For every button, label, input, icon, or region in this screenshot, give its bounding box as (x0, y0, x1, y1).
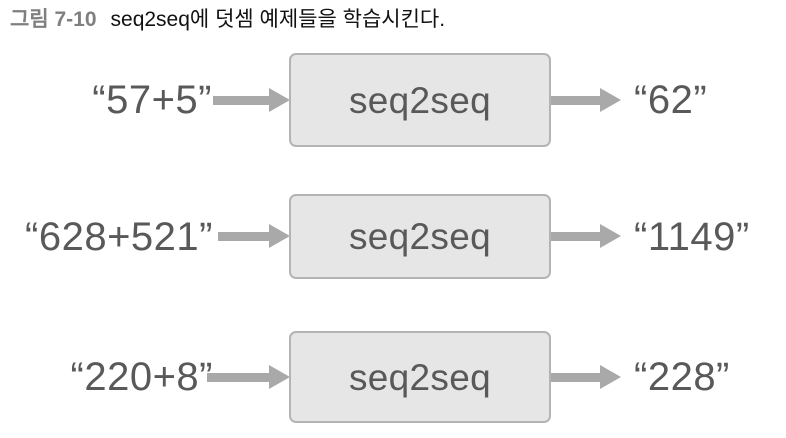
flow-row: “220+8” seq2seq “228” (0, 331, 786, 423)
arrow-shaft (213, 95, 269, 105)
flow-row: “628+521” seq2seq “1149” (0, 194, 786, 279)
arrow-shaft (218, 231, 269, 241)
seq2seq-box-2: seq2seq (289, 194, 551, 279)
seq2seq-box-label-3: seq2seq (349, 356, 491, 398)
arrow-head (269, 88, 290, 112)
figure-caption-text: seq2seq에 덧셈 예제들을 학습시킨다. (110, 8, 446, 31)
arrow-shaft (551, 95, 600, 105)
arrow-shaft (551, 231, 600, 241)
arrow-head (269, 365, 290, 389)
seq2seq-box-label-1: seq2seq (349, 79, 491, 121)
seq2seq-box-1: seq2seq (289, 53, 551, 147)
seq2seq-box-label-2: seq2seq (349, 216, 491, 257)
arrow-head (269, 224, 290, 248)
arrow-input-1 (213, 88, 290, 112)
input-label-3: “220+8” (70, 355, 213, 399)
arrow-output-2 (551, 224, 621, 248)
figure-caption-number: 그림 7-10 (10, 8, 97, 31)
seq2seq-box-3: seq2seq (289, 331, 551, 423)
flow-row: “57+5” seq2seq “62” (0, 53, 786, 147)
figure-caption: 그림 7-10 seq2seq에 덧셈 예제들을 학습시킨다. (10, 6, 445, 34)
arrow-head (600, 365, 621, 389)
input-label-1: “57+5” (92, 78, 212, 122)
output-label-2: “1149” (634, 214, 750, 259)
arrow-shaft (207, 372, 269, 382)
arrow-input-3 (207, 365, 290, 389)
arrow-output-3 (551, 365, 621, 389)
arrow-output-1 (551, 88, 621, 112)
output-label-3: “228” (634, 355, 730, 399)
output-label-1: “62” (634, 78, 708, 122)
arrow-head (600, 88, 621, 112)
arrow-shaft (551, 372, 600, 382)
arrow-input-2 (218, 224, 290, 248)
arrow-head (600, 224, 621, 248)
input-label-2: “628+521” (25, 214, 213, 259)
